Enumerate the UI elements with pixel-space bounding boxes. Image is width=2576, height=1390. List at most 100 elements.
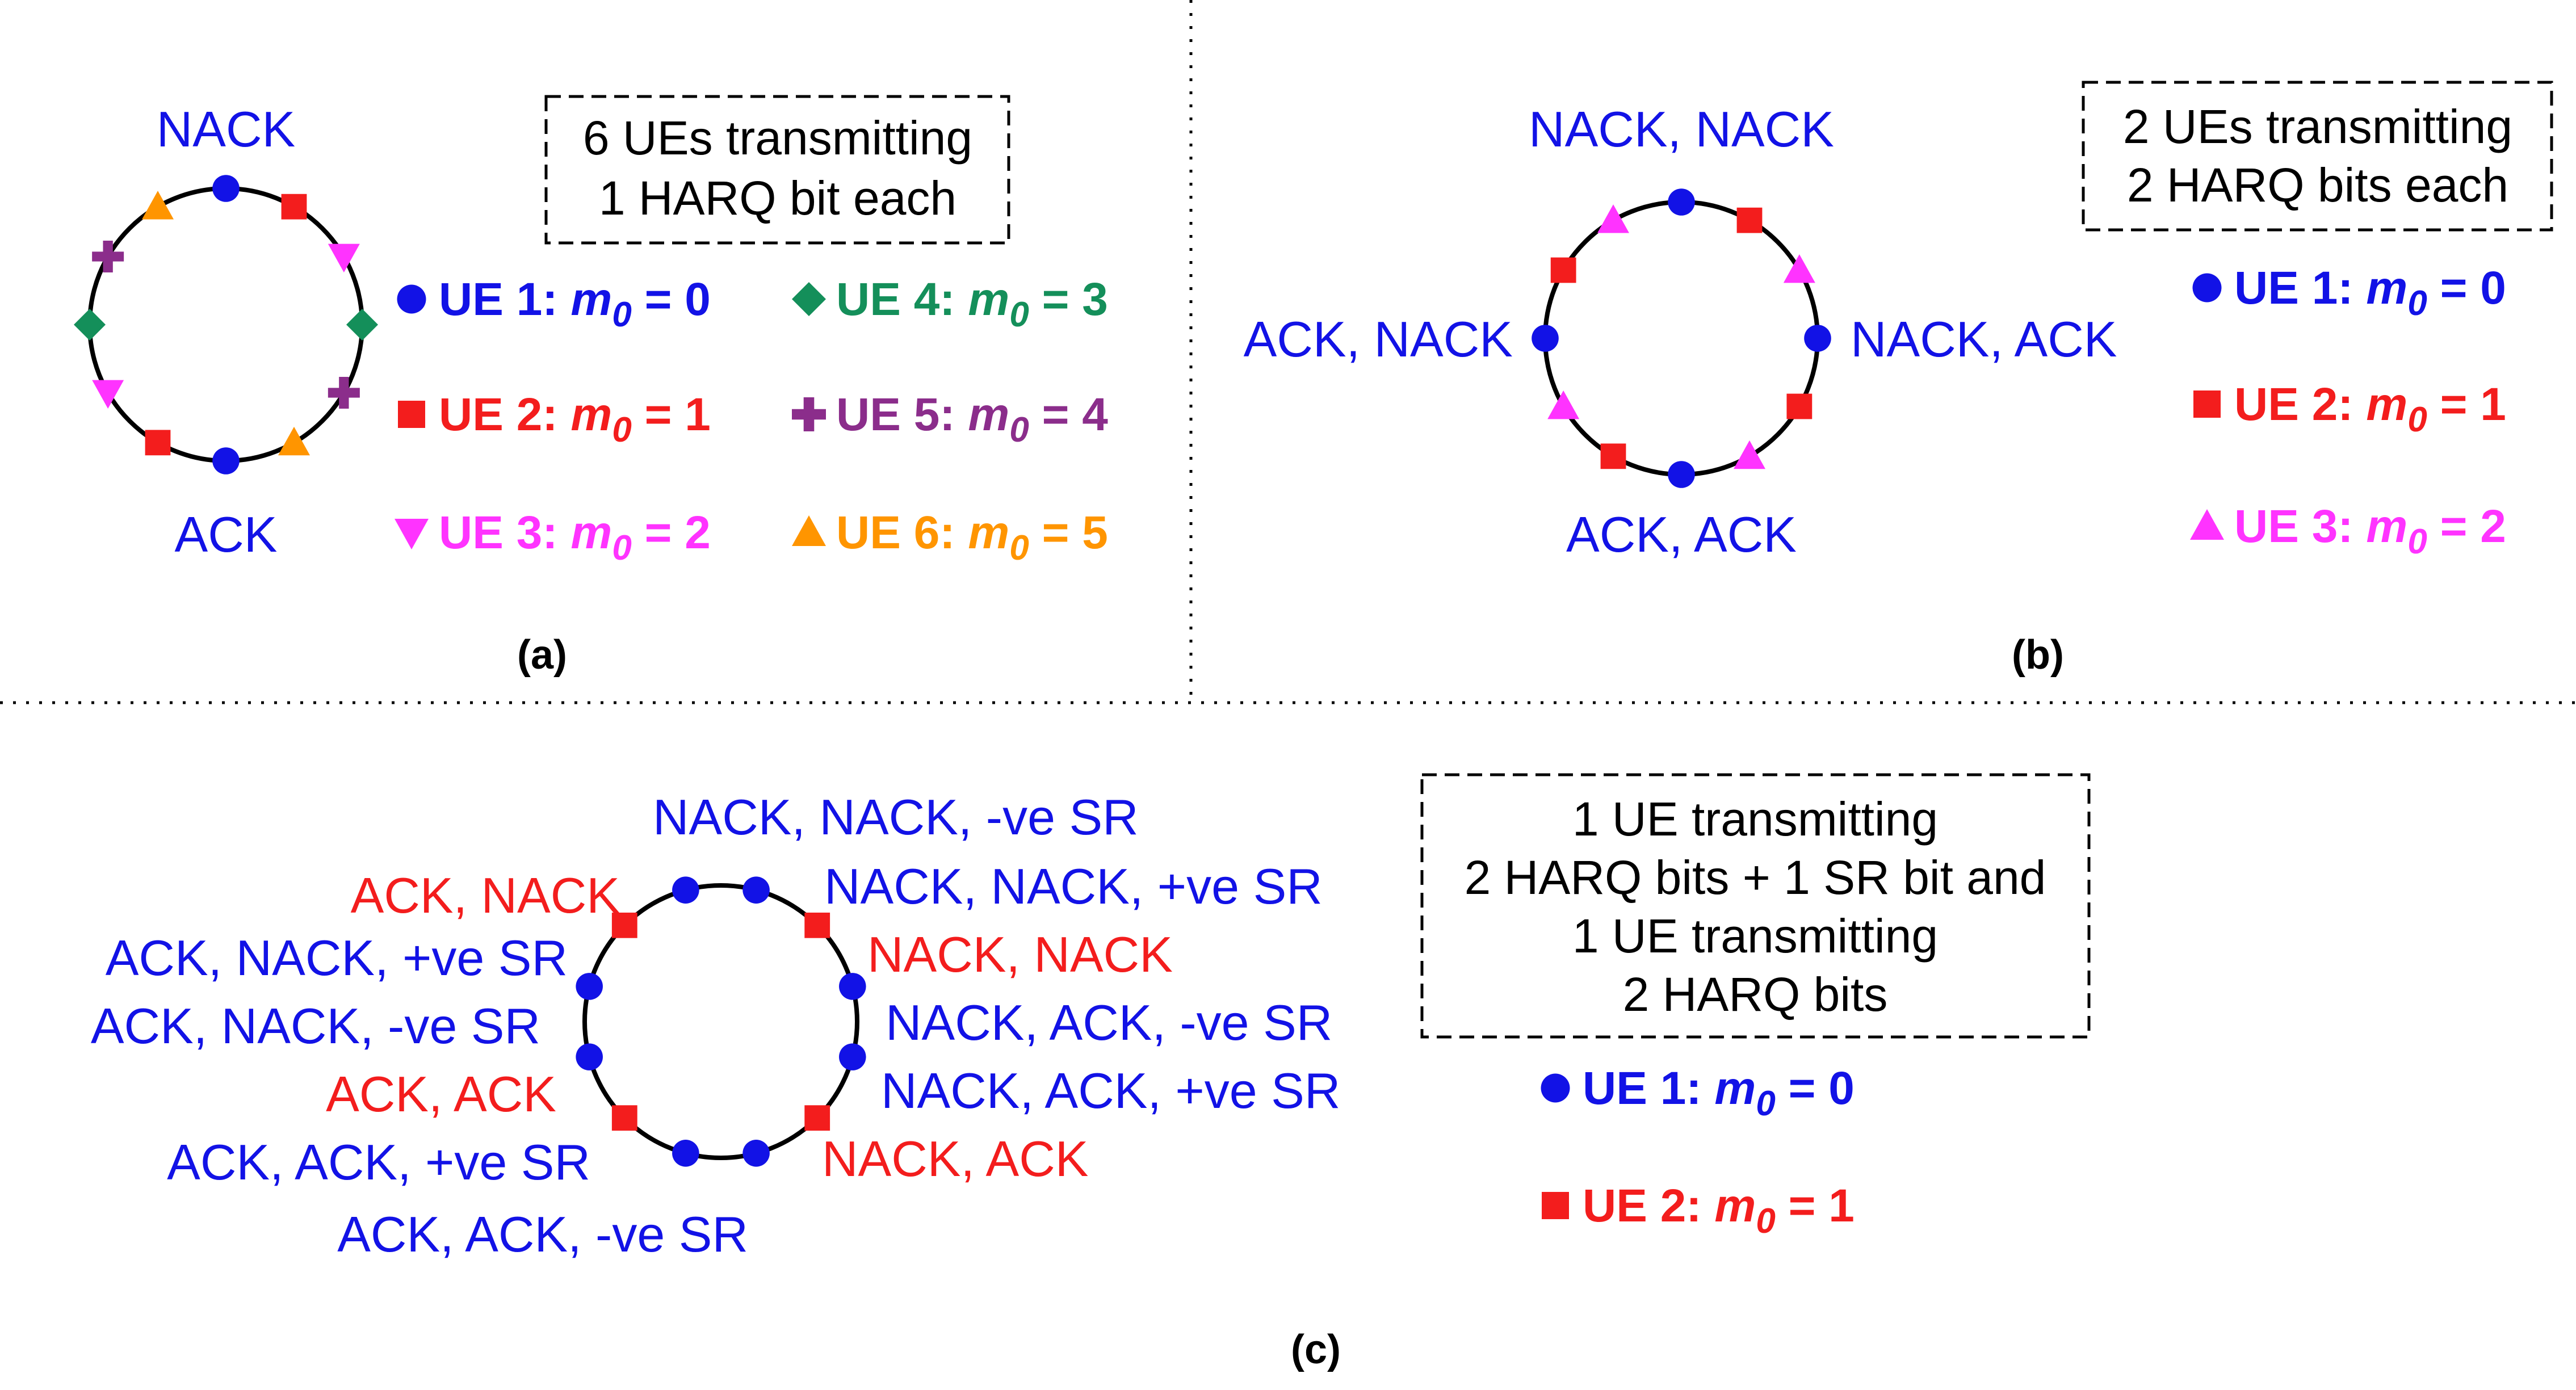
label-nack-ack: NACK, ACK: [822, 1131, 1088, 1187]
legend-text: UE 3: m0 = 2: [2234, 501, 2506, 561]
legend-text: UE 1: m0 = 0: [1583, 1063, 1855, 1123]
description-box: [544, 95, 1010, 245]
legend-item: UE 1: m0 = 0: [1541, 1063, 1855, 1123]
legend-item: UE 5: m0 = 4: [792, 389, 1108, 450]
square-icon: [1600, 443, 1626, 469]
circle-icon: [839, 1043, 866, 1070]
label-ack-nack: ACK, NACK: [351, 867, 620, 923]
legend-item: UE 1: m0 = 0: [2192, 262, 2506, 323]
diamond-icon: [74, 309, 106, 341]
triangle-down-icon: [328, 243, 360, 272]
label-ack-nack-neg-sr: ACK, NACK, -ve SR: [91, 998, 540, 1054]
caption-c: (c): [1291, 1327, 1341, 1372]
caption-a: (a): [517, 632, 567, 678]
triangle-up-icon: [278, 426, 310, 456]
panel-b: NACK, NACK ACK, NACK NACK, ACK ACK, ACK …: [1244, 81, 2553, 678]
triangle-up-icon: [1783, 254, 1815, 283]
legend-item: UE 1: m0 = 0: [397, 274, 711, 334]
constellation-markers: [576, 876, 866, 1167]
circle-icon: [212, 175, 240, 202]
label-nack-nack-pos-sr: NACK, NACK, +ve SR: [824, 858, 1323, 914]
circle-icon: [212, 447, 240, 474]
legend-text: UE 2: m0 = 1: [2234, 379, 2506, 439]
square-icon: [804, 1105, 830, 1131]
label-nack-ack-pos-sr: NACK, ACK, +ve SR: [881, 1063, 1340, 1119]
constellation-circle: [87, 186, 364, 463]
legend-text: UE 2: m0 = 1: [1583, 1180, 1855, 1241]
square-icon: [804, 912, 830, 938]
label-nack-nack: NACK, NACK: [867, 926, 1173, 982]
constellation-markers: [1532, 188, 1831, 488]
description-line-1: 1 UE transmitting: [1572, 792, 1938, 846]
circle-icon: [1532, 325, 1559, 352]
label-ack-ack: ACK, ACK: [326, 1066, 556, 1122]
label-ack-ack: ACK, ACK: [1566, 506, 1797, 562]
circle-icon: [397, 284, 426, 314]
label-nack-nack: NACK, NACK: [1529, 101, 1834, 157]
legend-item: UE 3: m0 = 2: [2190, 501, 2506, 561]
constellation-circle: [582, 883, 859, 1160]
square-icon: [145, 430, 171, 456]
triangle-up-icon: [1597, 204, 1629, 233]
triangle-down-icon: [395, 519, 429, 549]
description-box: [2082, 81, 2553, 232]
legend-item: UE 4: m0 = 3: [792, 274, 1108, 334]
legend-item: UE 2: m0 = 1: [1542, 1180, 1855, 1241]
description-line-2: 2 HARQ bits + 1 SR bit and: [1465, 851, 2046, 904]
description-line-1: 6 UEs transmitting: [583, 111, 972, 165]
caption-b: (b): [2012, 632, 2064, 678]
square-icon: [398, 401, 425, 428]
description-line-2: 1 HARQ bit each: [599, 171, 956, 225]
triangle-up-icon: [1547, 390, 1580, 419]
legend: UE 1: m0 = 0 UE 2: m0 = 1 UE 3: m0 = 2: [2190, 262, 2506, 561]
circle-icon: [742, 1140, 770, 1167]
legend-text: UE 6: m0 = 5: [836, 507, 1108, 568]
legend-item: UE 6: m0 = 5: [792, 507, 1108, 568]
square-icon: [1786, 393, 1813, 419]
label-nack-ack-neg-sr: NACK, ACK, -ve SR: [886, 994, 1332, 1051]
label-ack-ack-neg-sr: ACK, ACK, -ve SR: [337, 1206, 748, 1262]
legend: UE 1: m0 = 0 UE 2: m0 = 1 UE 3: m0 = 2 UE 4…: [395, 274, 1108, 568]
legend-item: UE 3: m0 = 2: [395, 507, 711, 568]
label-ack-nack: ACK, NACK: [1244, 311, 1513, 367]
legend-text: UE 3: m0 = 2: [439, 507, 711, 568]
plus-icon: [792, 397, 826, 431]
plus-icon: [92, 241, 124, 272]
label-nack-nack-neg-sr: NACK, NACK, -ve SR: [653, 789, 1139, 845]
circle-icon: [576, 973, 603, 1000]
circle-icon: [1541, 1073, 1570, 1103]
triangle-up-icon: [792, 515, 826, 546]
triangle-down-icon: [92, 380, 124, 409]
description-line-2: 2 HARQ bits each: [2127, 158, 2508, 212]
label-ack-ack-pos-sr: ACK, ACK, +ve SR: [167, 1134, 590, 1190]
square-icon: [1550, 257, 1576, 283]
panel-a: NACK ACK 6 UEs transmitting 1 HARQ bit e…: [74, 95, 1108, 678]
description-line-1: 2 UEs transmitting: [2123, 100, 2512, 153]
circle-icon: [839, 973, 866, 1000]
triangle-up-icon: [1734, 440, 1765, 469]
diamond-icon: [346, 309, 378, 341]
constellation-markers: [74, 175, 378, 474]
square-icon: [611, 1105, 637, 1131]
constellation-circle: [1543, 200, 1820, 477]
square-icon: [1736, 207, 1763, 233]
square-icon: [1542, 1192, 1569, 1219]
circle-icon: [672, 1140, 699, 1167]
description-line-3: 1 UE transmitting: [1572, 909, 1938, 963]
legend-text: UE 1: m0 = 0: [2234, 262, 2506, 323]
panel-c: NACK, NACK, -ve SR NACK, NACK, +ve SR NA…: [91, 773, 2091, 1372]
plus-icon: [328, 377, 360, 409]
legend-text: UE 5: m0 = 4: [836, 389, 1108, 450]
label-ack-nack-pos-sr: ACK, NACK, +ve SR: [106, 930, 568, 986]
description-box: [1420, 773, 2091, 1039]
legend-text: UE 1: m0 = 0: [439, 274, 711, 334]
label-nack-ack: NACK, ACK: [1851, 311, 2117, 367]
circle-icon: [1668, 461, 1695, 488]
nack-label: NACK: [157, 101, 296, 157]
legend-item: UE 2: m0 = 1: [398, 389, 711, 450]
square-icon: [2193, 390, 2221, 418]
circle-icon: [1804, 325, 1831, 352]
legend: UE 1: m0 = 0 UE 2: m0 = 1: [1541, 1063, 1855, 1241]
legend-item: UE 2: m0 = 1: [2193, 379, 2506, 439]
